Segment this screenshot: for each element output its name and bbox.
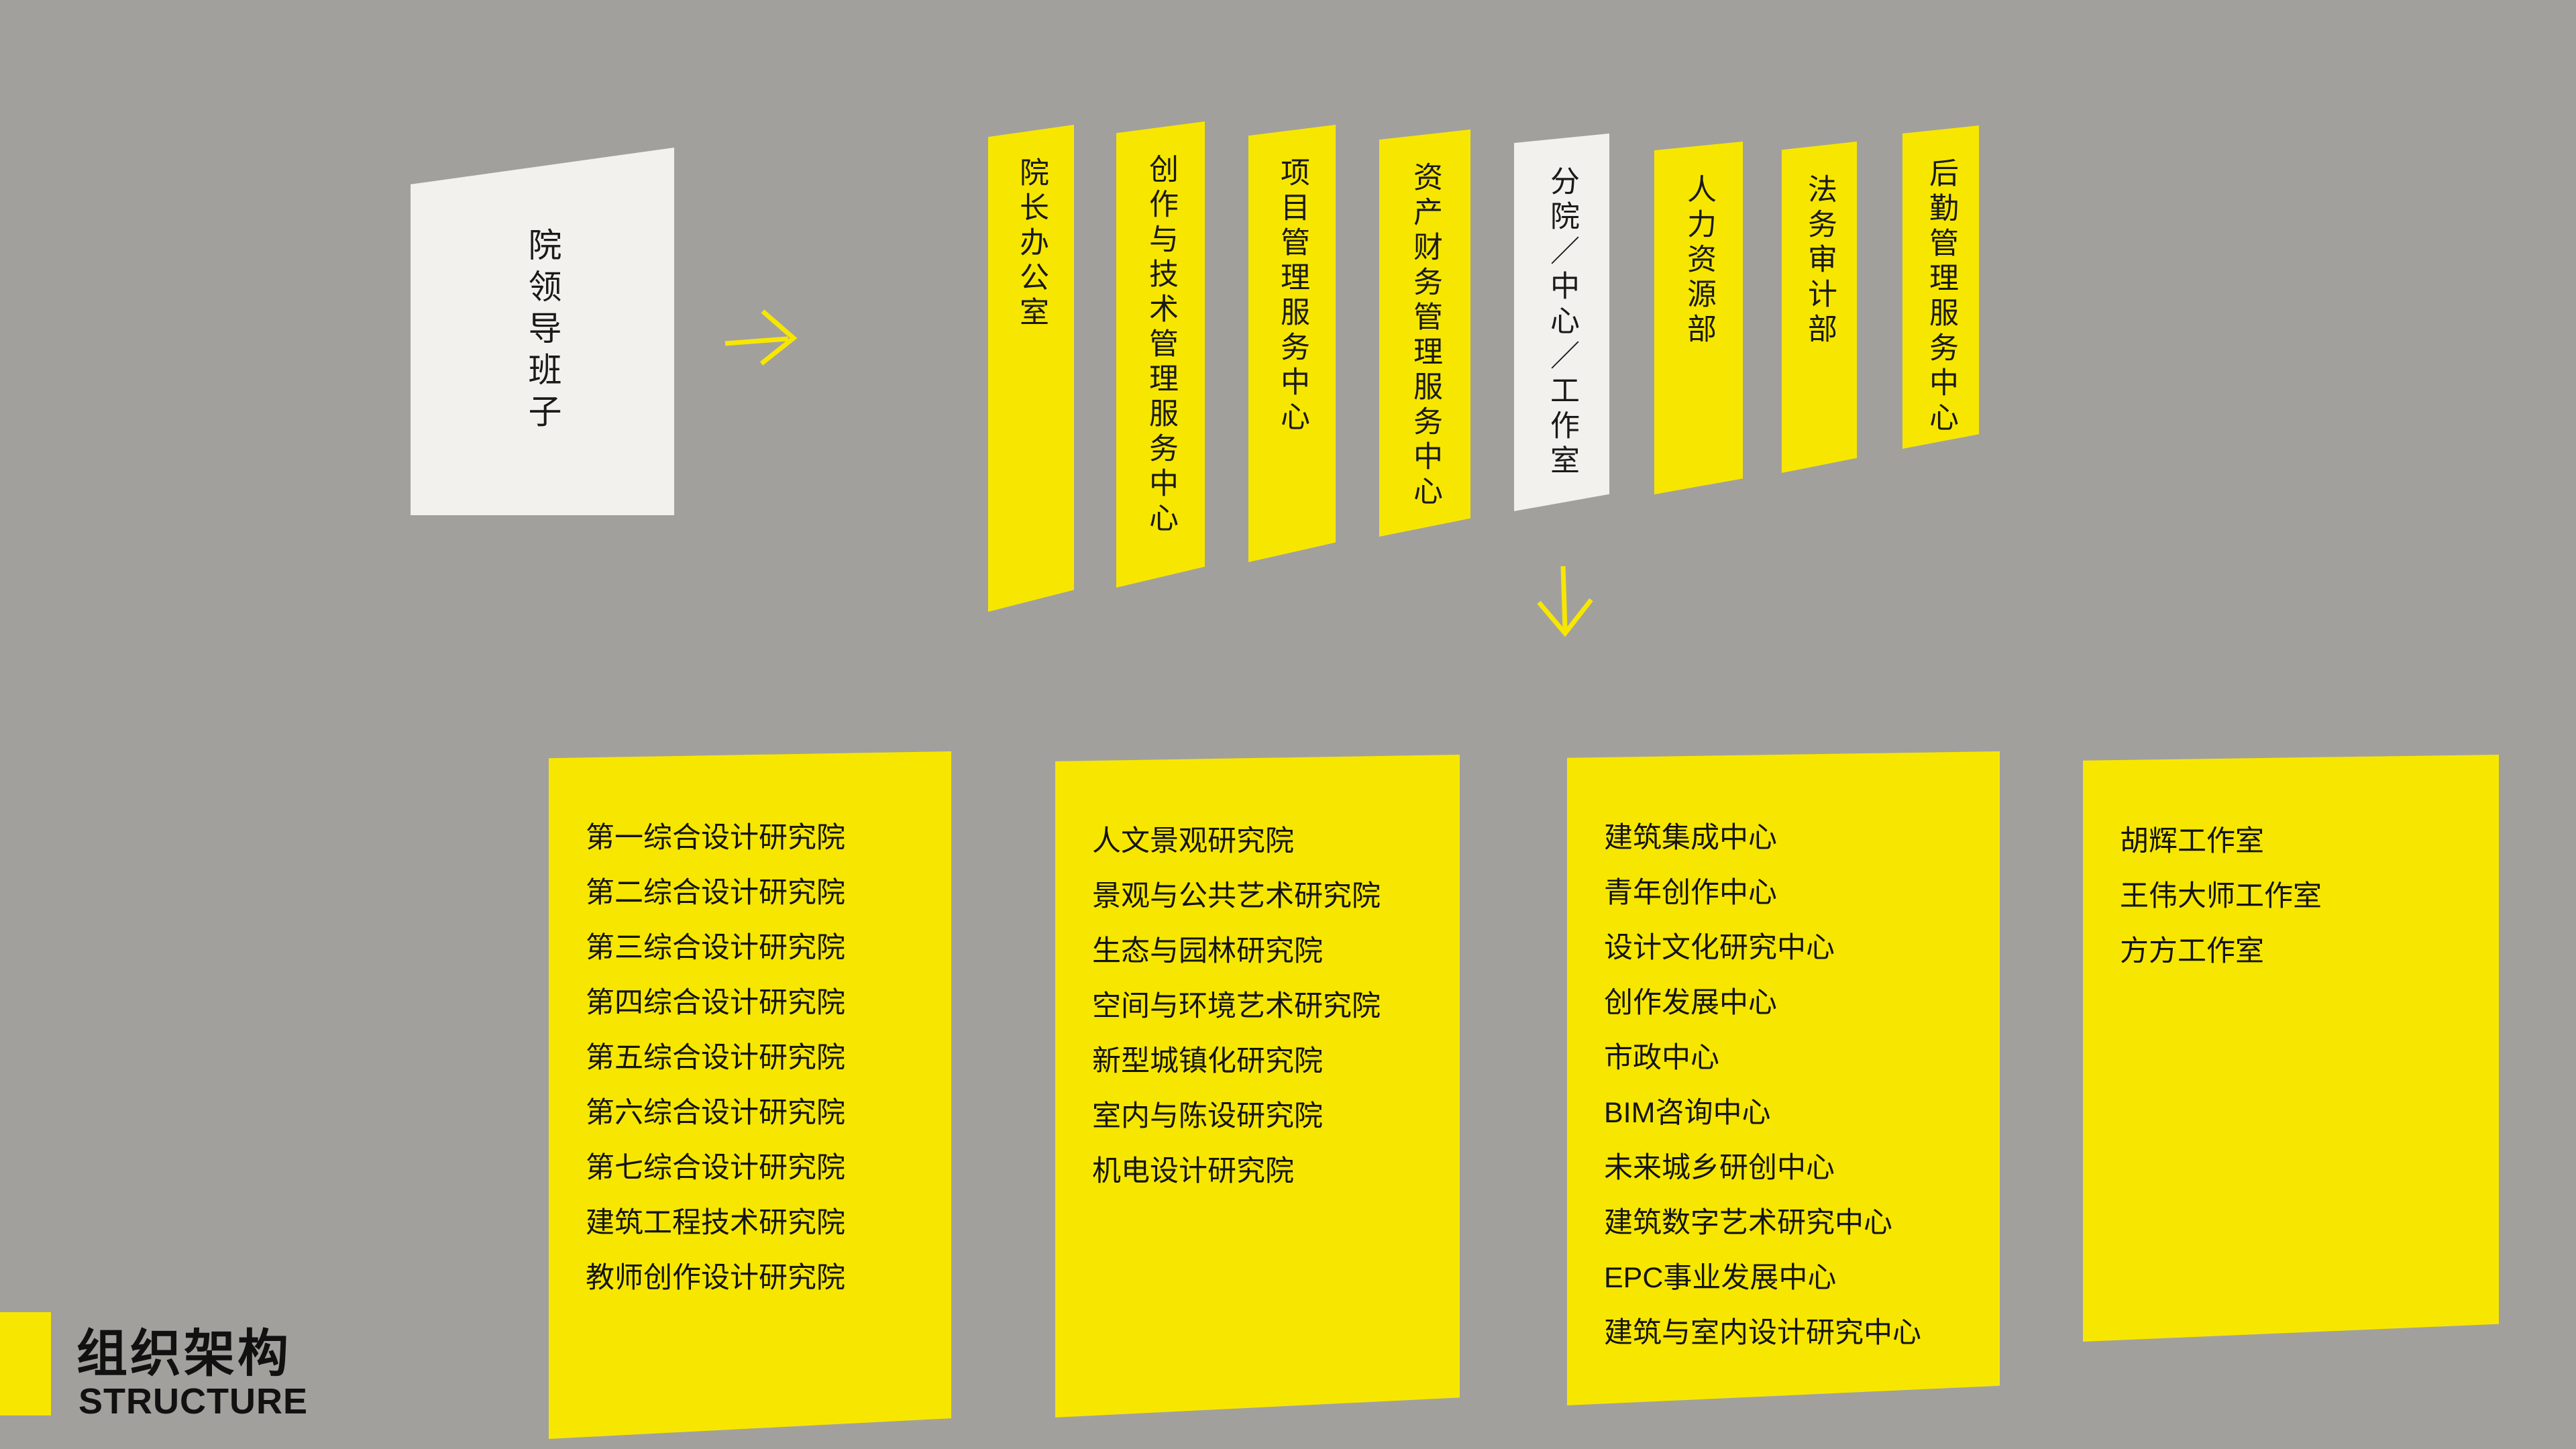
list-item: 青年创作中心	[1604, 877, 1777, 909]
panel-list: 建筑集成中心青年创作中心设计文化研究中心创作发展中心市政中心 BIM咨询中心未来城…	[1604, 810, 1980, 1360]
legend-swatch	[0, 1312, 51, 1415]
list-item: 生态与园林研究院	[1092, 935, 1323, 967]
panel-centers: 建筑集成中心青年创作中心设计文化研究中心创作发展中心市政中心 BIM咨询中心未来城…	[1567, 751, 2000, 1405]
leadership-label: 院领导班子	[523, 227, 561, 435]
list-item: 教师创作设计研究院	[586, 1262, 845, 1294]
department-label: 创作与技术管理服务中心	[1144, 154, 1177, 537]
panel-list: 第一综合设计研究院第二综合设计研究院第三综合设计研究院第四综合设计研究院第五综合…	[586, 810, 931, 1305]
list-item: 未来城乡研创中心	[1604, 1152, 1835, 1184]
list-item: 室内与陈设研究院	[1092, 1100, 1323, 1132]
panel-studios: 胡辉工作室王伟大师工作室方方工作室	[2083, 755, 2499, 1342]
panel-list: 胡辉工作室王伟大师工作室方方工作室	[2120, 814, 2479, 979]
list-item: 第六综合设计研究院	[586, 1097, 845, 1129]
list-item: 建筑工程技术研究院	[586, 1207, 845, 1239]
department-banner-branches: 分院／中心／工作室	[1514, 133, 1609, 511]
list-item: 建筑与室内设计研究中心	[1604, 1317, 1921, 1349]
list-item: 机电设计研究院	[1092, 1155, 1294, 1187]
department-banner-creation-tech: 创作与技术管理服务中心	[1116, 121, 1205, 588]
list-item: 建筑集成中心	[1604, 822, 1777, 854]
list-item: 王伟大师工作室	[2120, 880, 2322, 912]
department-label: 人力资源部	[1682, 174, 1715, 348]
department-label: 分院／中心／工作室	[1546, 166, 1578, 480]
list-item: 第七综合设计研究院	[586, 1152, 845, 1184]
department-banner-project-mgmt: 项目管理服务中心	[1248, 125, 1336, 562]
department-label: 法务审计部	[1803, 174, 1836, 348]
panel-research-institutes: 人文景观研究院景观与公共艺术研究院生态与园林研究院空间与环境艺术研究院新型城镇化…	[1055, 755, 1460, 1417]
list-item: 人文景观研究院	[1092, 825, 1294, 857]
list-item: 方方工作室	[2120, 935, 2264, 967]
list-item: 第四综合设计研究院	[586, 987, 845, 1019]
list-item: 第一综合设计研究院	[586, 822, 845, 854]
list-item: 市政中心	[1604, 1042, 1719, 1074]
page-title: 组织架构	[76, 1326, 291, 1383]
list-item: 建筑数字艺术研究中心	[1604, 1207, 1892, 1239]
panel-design-institutes: 第一综合设计研究院第二综合设计研究院第三综合设计研究院第四综合设计研究院第五综合…	[549, 751, 951, 1439]
list-item: 新型城镇化研究院	[1092, 1045, 1323, 1077]
list-item: 设计文化研究中心	[1604, 932, 1835, 964]
department-label: 资产财务管理服务中心	[1409, 162, 1442, 511]
department-banner-hr: 人力资源部	[1654, 142, 1743, 494]
list-item: 第二综合设计研究院	[586, 877, 845, 909]
department-banner-legal-audit: 法务审计部	[1782, 142, 1857, 473]
leadership-box: 院领导班子	[411, 148, 674, 515]
department-label: 项目管理服务中心	[1276, 157, 1309, 436]
list-item: 第五综合设计研究院	[586, 1042, 845, 1074]
list-item: 景观与公共艺术研究院	[1092, 880, 1381, 912]
department-banner-president-office: 院长办公室	[988, 125, 1074, 612]
department-label: 院长办公室	[1015, 157, 1048, 331]
department-label: 后勤管理服务中心	[1925, 158, 1957, 437]
list-item: 胡辉工作室	[2120, 825, 2264, 857]
list-item: 创作发展中心	[1604, 987, 1777, 1019]
list-item: EPC事业发展中心	[1604, 1262, 1837, 1294]
list-item: BIM咨询中心	[1604, 1097, 1771, 1129]
list-item: 第三综合设计研究院	[586, 932, 845, 964]
department-banner-asset-finance: 资产财务管理服务中心	[1379, 129, 1470, 537]
panel-list: 人文景观研究院景观与公共艺术研究院生态与园林研究院空间与环境艺术研究院新型城镇化…	[1092, 814, 1440, 1199]
page-subtitle: STRUCTURE	[78, 1381, 308, 1421]
flow-arrow-right-icon	[724, 309, 798, 366]
flow-arrow-down-icon	[1537, 566, 1593, 637]
department-banner-logistics: 后勤管理服务中心	[1902, 125, 1979, 449]
list-item: 空间与环境艺术研究院	[1092, 990, 1381, 1022]
